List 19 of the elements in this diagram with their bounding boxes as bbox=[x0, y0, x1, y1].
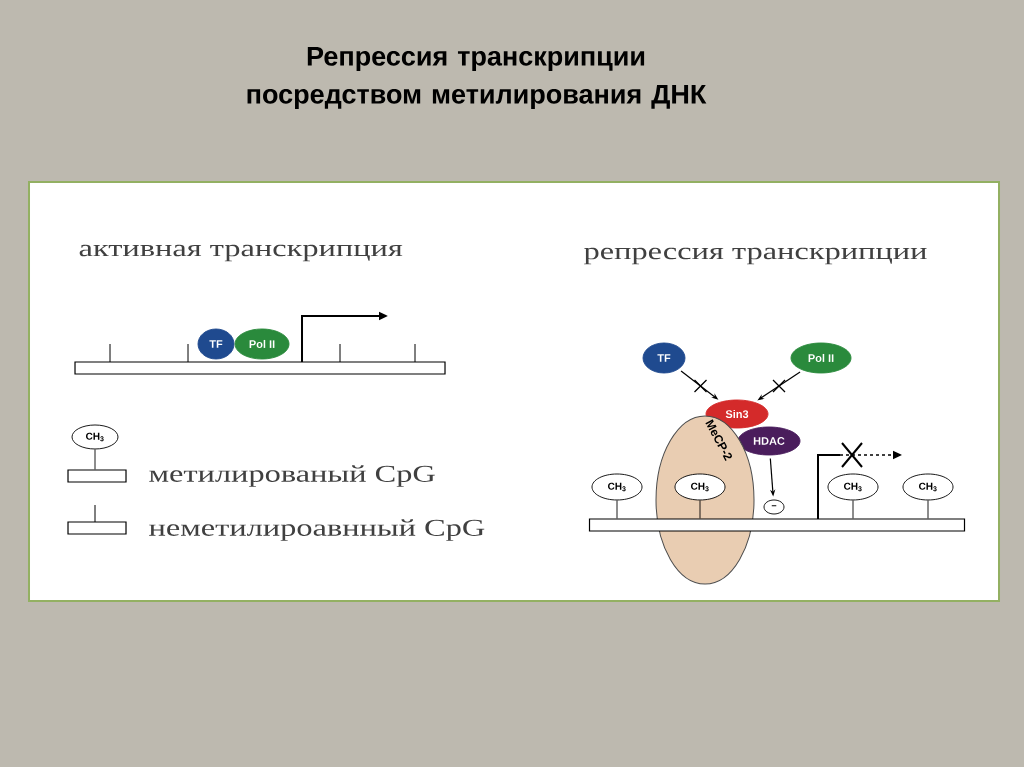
dna-strand bbox=[74, 361, 446, 375]
caption-text: активная транскрипция bbox=[79, 244, 403, 262]
caption-text: неметилироавнный CpG bbox=[149, 519, 485, 541]
methyl-group: CH$_{3}$ bbox=[674, 473, 726, 501]
stalk-line bbox=[699, 500, 701, 519]
dna-strand bbox=[588, 518, 966, 532]
methyl-group: CH$_{3}$ bbox=[71, 424, 119, 450]
dna-strand bbox=[67, 469, 127, 483]
stalk-line bbox=[616, 500, 618, 519]
stalk-line bbox=[927, 500, 929, 519]
caption-text: репрессия транскрипции bbox=[584, 247, 927, 265]
dna-strand bbox=[67, 521, 127, 535]
methyl-group: CH$_{3}$ bbox=[591, 473, 643, 501]
methyl-group: CH$_{3}$ bbox=[827, 473, 879, 501]
slide-title: Репрессия транскрипции посредством метилирования ДНК bbox=[247, 46, 707, 110]
stalk-line bbox=[852, 500, 854, 519]
caption-text: метилированый CpG bbox=[149, 465, 435, 487]
stalk-line bbox=[94, 449, 96, 470]
methyl-group: CH$_{3}$ bbox=[902, 473, 954, 501]
